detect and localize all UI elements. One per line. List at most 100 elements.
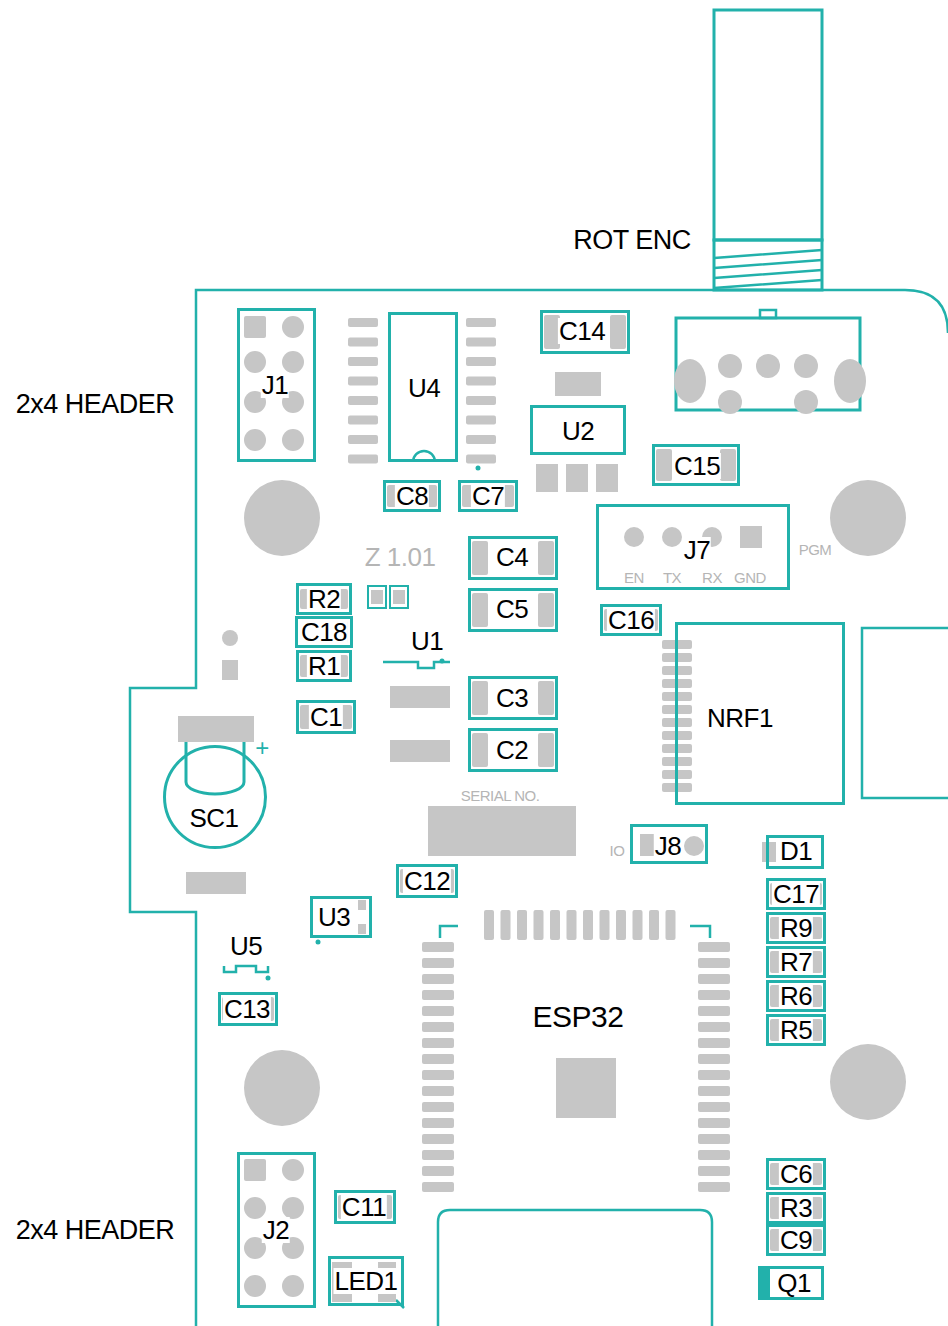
mounting-hole (830, 480, 906, 556)
module-pad (422, 1038, 454, 1048)
header-pin (282, 1275, 304, 1297)
module-pad (422, 1150, 454, 1160)
part-caption: 2x4 HEADER (15, 391, 176, 418)
smd-pad (358, 924, 366, 934)
header-pin (244, 1197, 266, 1219)
component-circle-outline: SC1 (163, 745, 267, 849)
module-pad (698, 1054, 730, 1064)
component-outline: C11 (334, 1190, 396, 1224)
ic-pad (466, 357, 496, 366)
component-outline: C3 (468, 676, 558, 720)
component-outline: U4 (388, 312, 458, 462)
smd-pad (656, 449, 672, 481)
ic-pad (348, 396, 378, 405)
module-pad (698, 1166, 730, 1176)
designator: R9 (779, 915, 813, 941)
module-pad (698, 1038, 730, 1048)
component-outline: C6 (766, 1158, 826, 1190)
smd-pad (222, 660, 238, 680)
mounting-hole (244, 1050, 320, 1126)
module-pad (422, 1166, 454, 1176)
module-pad (422, 1182, 454, 1192)
module-pad (698, 1134, 730, 1144)
component-outline: C8 (383, 480, 441, 512)
designator: C5 (495, 596, 529, 622)
designator: ESP32 (532, 1002, 625, 1032)
designator: C13 (223, 996, 271, 1022)
smd-pad (596, 464, 618, 492)
module-pad (698, 1006, 730, 1016)
mounting-hole (244, 480, 320, 556)
header-pin (684, 836, 704, 856)
smd-pad (178, 716, 254, 742)
smd-pad (371, 590, 383, 604)
component-outline: J7ENTXRXGND (596, 504, 790, 590)
module-pad (583, 910, 593, 940)
pin-name: TX (662, 570, 682, 585)
capacitor-outline (165, 747, 266, 848)
header-pin (282, 429, 304, 451)
smd-pad (536, 464, 558, 492)
designator: C18 (300, 619, 348, 645)
module-pad (534, 910, 544, 940)
header-pin (244, 351, 266, 373)
ic-pad (466, 455, 496, 464)
smd-pad (472, 541, 488, 575)
module-pad (422, 1006, 454, 1016)
module-pad (666, 910, 676, 940)
thermal-pad (556, 1058, 616, 1118)
module-pad (649, 910, 659, 940)
u5-outline (224, 966, 268, 972)
encoder-body (676, 318, 860, 410)
side-connector-outline (862, 628, 948, 798)
component-outline: LED1 (328, 1256, 403, 1306)
designator: R2 (307, 586, 341, 612)
component-outline: C1 (296, 700, 356, 734)
component-outline: C9 (766, 1224, 826, 1256)
module-pad (698, 1070, 730, 1080)
ic-pad (348, 318, 378, 327)
module-pad (422, 1102, 454, 1112)
component-outline: NRF1 (675, 622, 845, 805)
designator: C15 (673, 453, 721, 479)
serial-caption: SERIAL NO. (460, 788, 541, 803)
test-pad (390, 586, 408, 608)
component-outline: C4 (468, 536, 558, 580)
ic-pad (466, 435, 496, 444)
module-pad (698, 942, 730, 952)
designator: U1 (410, 628, 444, 654)
polarity-sign: + (254, 736, 270, 760)
designator: R3 (779, 1195, 813, 1221)
header-pin (282, 316, 304, 338)
component-outline: Q1 (758, 1266, 824, 1300)
ic-pad (348, 338, 378, 347)
module-pad (698, 1102, 730, 1112)
module-pad (422, 1054, 454, 1064)
component-outline: U2 (530, 405, 626, 455)
component-outline: R5 (766, 1014, 826, 1046)
designator: R7 (779, 949, 813, 975)
header-pin (244, 316, 266, 338)
module-pad (501, 910, 511, 940)
module-pad (698, 1150, 730, 1160)
serial-number-field (428, 806, 576, 856)
test-pad (368, 586, 386, 608)
module-pad (422, 958, 454, 968)
encoder-pad (718, 354, 742, 378)
smd-pad (538, 681, 554, 715)
usb-connector-outline (438, 1210, 712, 1326)
encoder-bushing (714, 240, 822, 290)
connector-caption: PGM (798, 542, 833, 557)
part-caption: 2x4 HEADER (15, 1217, 176, 1244)
ic-pad (348, 455, 378, 464)
encoder-pad (794, 354, 818, 378)
encoder-pad (674, 359, 706, 403)
module-pad (550, 910, 560, 940)
encoder-pad (834, 359, 866, 403)
smd-pad (538, 593, 554, 627)
header-pin (282, 1159, 304, 1181)
component-outline: C14 (540, 310, 630, 354)
designator: SC1 (188, 805, 239, 831)
